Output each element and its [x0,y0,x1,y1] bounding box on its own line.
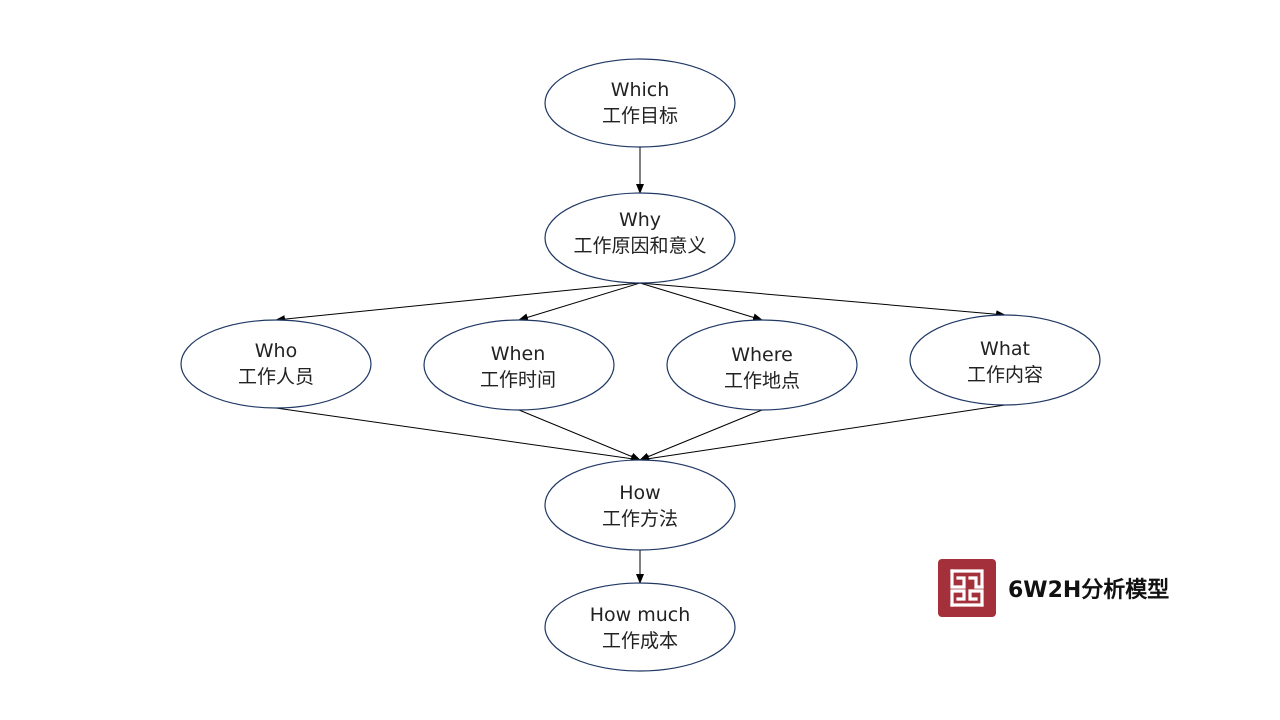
node-when-zh: 工作时间 [480,369,556,391]
diagram-nodes: Which 工作目标 Why 工作原因和意义 Who 工作人员 When 工作时… [180,58,1101,672]
edge-why-to-what [639,282,1006,319]
fret-pattern-icon-svg [950,569,984,607]
node-who-shape [180,319,372,409]
node-where: Where 工作地点 [666,319,858,411]
node-who-en: Who [255,340,297,362]
node-how-much-shape [544,582,736,672]
node-which-shape [544,58,736,148]
node-who-zh: 工作人员 [238,366,314,388]
edge-who-to-how [275,407,641,463]
node-how-shape [544,459,736,551]
node-how-zh: 工作方法 [602,508,678,530]
node-how: How 工作方法 [544,459,736,551]
node-what-shape [909,314,1101,406]
diagram-edges [275,147,1006,584]
node-where-shape [666,319,858,411]
node-how-en: How [619,482,660,504]
node-where-en: Where [731,344,793,366]
node-where-zh: 工作地点 [724,370,800,392]
node-what: What 工作内容 [909,314,1101,406]
node-what-zh: 工作内容 [967,364,1043,386]
edge-where-to-how [639,409,763,461]
node-when-en: When [491,343,546,365]
node-when: When 工作时间 [423,319,615,411]
node-which-zh: 工作目标 [602,105,678,127]
brand-title: 6W2H分析模型 [1008,578,1170,603]
edge-why-to-where [639,282,763,322]
node-why-shape [544,192,736,284]
fret-pattern-icon [938,559,996,617]
edge-when-to-how [518,409,641,461]
edge-what-to-how [639,404,1006,463]
node-what-en: What [980,338,1030,360]
node-why-en: Why [619,209,661,231]
node-which-en: Which [611,79,670,101]
node-why-zh: 工作原因和意义 [573,235,706,257]
node-when-shape [423,319,615,411]
node-why: Why 工作原因和意义 [544,192,736,284]
brand: 6W2H分析模型 [938,559,1169,617]
edge-why-to-who [275,282,641,324]
node-who: Who 工作人员 [180,319,372,409]
edge-why-to-when [518,282,641,322]
node-how-much-zh: 工作成本 [602,630,678,652]
node-how-much: How much 工作成本 [544,582,736,672]
node-how-much-en: How much [590,604,691,626]
node-which: Which 工作目标 [544,58,736,148]
